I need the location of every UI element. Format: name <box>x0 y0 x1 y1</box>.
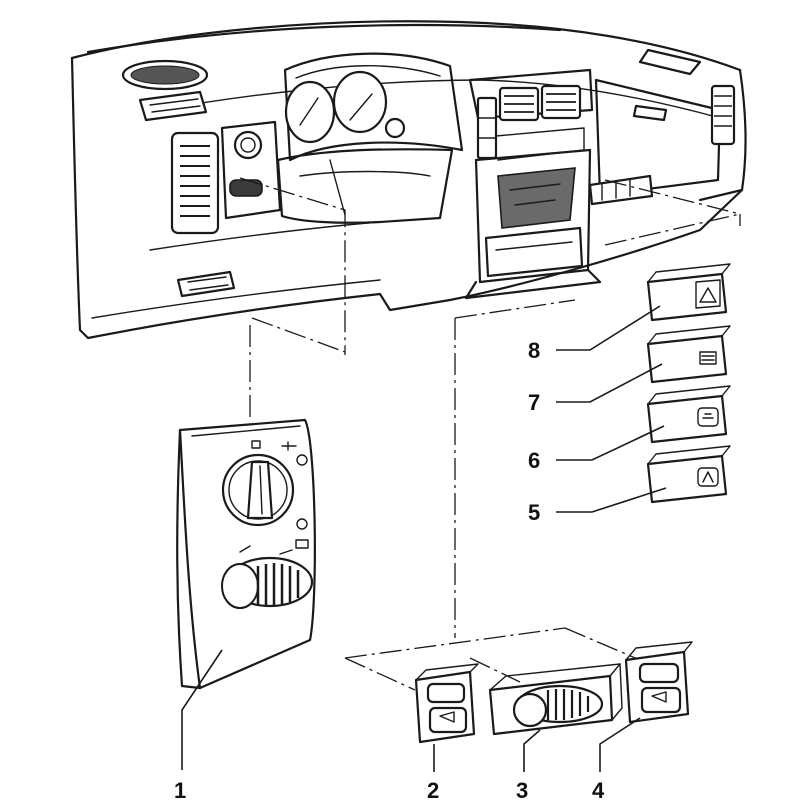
leader-1 <box>181 649 223 770</box>
switch-6 <box>646 385 731 444</box>
dashboard-panel <box>70 20 747 340</box>
exploded-view-guides <box>239 177 741 691</box>
callout-1: 1 <box>174 778 186 803</box>
leader-6 <box>556 425 665 461</box>
callout-7: 7 <box>528 390 540 415</box>
switch-4 <box>624 641 693 724</box>
switch-3 <box>488 663 623 736</box>
leader-3 <box>523 729 541 772</box>
leader-8 <box>556 305 661 351</box>
switch-8-hazard <box>646 263 731 322</box>
leader-5 <box>556 487 667 513</box>
callout-8: 8 <box>528 338 540 363</box>
leader-7 <box>556 363 663 403</box>
callout-labels: 1 2 3 4 5 6 7 8 <box>174 338 605 803</box>
headlight-switch-assembly <box>176 418 316 690</box>
switch-5 <box>646 445 731 504</box>
callout-2: 2 <box>427 778 439 803</box>
callout-4: 4 <box>592 778 605 803</box>
callout-5: 5 <box>528 500 540 525</box>
callout-6: 6 <box>528 448 540 473</box>
leader-lines <box>181 305 667 772</box>
switch-2 <box>414 663 479 744</box>
callout-3: 3 <box>516 778 528 803</box>
switch-7-rear-defrost <box>646 325 731 384</box>
leader-4 <box>599 717 641 772</box>
